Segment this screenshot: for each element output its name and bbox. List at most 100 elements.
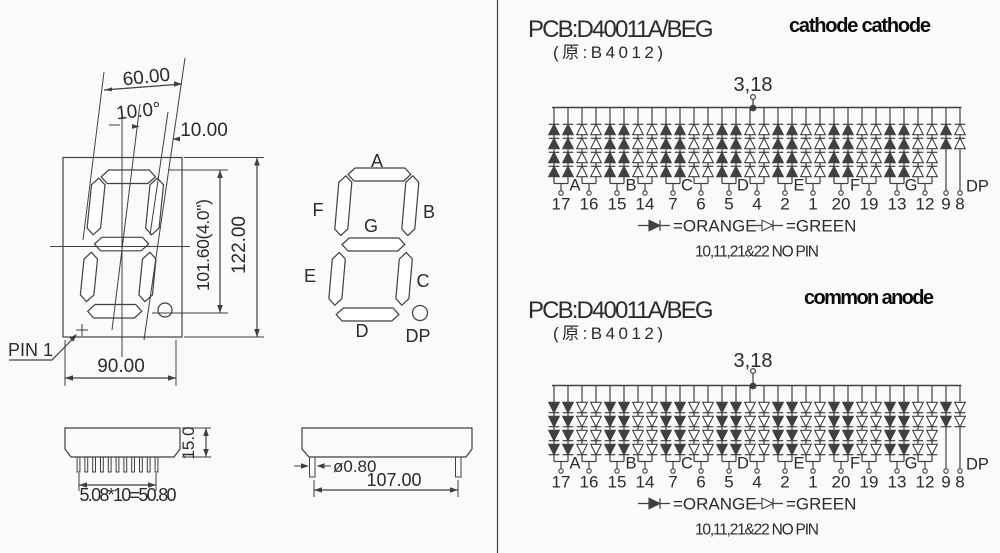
diode-orange-icon <box>603 401 617 414</box>
diode-orange-icon <box>841 123 855 136</box>
diode-green-icon <box>799 123 813 136</box>
pin-number-label: 7 <box>668 473 677 492</box>
diode-orange-icon <box>729 401 743 414</box>
diode-green-icon <box>757 123 771 136</box>
pin-terminal <box>614 468 620 474</box>
diode-orange-icon <box>785 443 799 456</box>
diode-orange-icon <box>617 415 631 428</box>
pin-terminal <box>726 190 732 196</box>
pin-number-label: 9 <box>941 195 950 214</box>
segment-ref-label: E <box>793 177 804 195</box>
pcb-label: PCB:D40011A/BEG <box>528 297 714 324</box>
diode-green-icon <box>799 415 813 428</box>
pin-terminal <box>586 190 592 196</box>
diode-orange-icon <box>603 137 617 150</box>
diode-green-icon <box>631 443 645 456</box>
pin-number-label: 1 <box>808 195 817 214</box>
diode-orange-icon <box>673 401 687 414</box>
diode-green-icon <box>911 151 925 164</box>
diode-orange-icon <box>561 429 575 442</box>
pin-terminal <box>754 468 760 474</box>
diode-orange-icon <box>785 429 799 442</box>
pin-terminal <box>642 190 648 196</box>
diode-orange-icon <box>659 401 673 414</box>
diode-green-icon <box>813 165 827 178</box>
diode-orange-icon <box>897 123 911 136</box>
diode-green-icon <box>925 443 939 456</box>
diode-orange-icon <box>603 429 617 442</box>
diode-green-icon <box>757 137 771 150</box>
diode-green-icon <box>701 443 715 456</box>
diode-green-icon <box>925 123 939 136</box>
pin1-label: PIN 1 <box>8 340 53 360</box>
segment-map-drawing: A F B G E C D DP <box>304 151 435 346</box>
dim-arrow <box>203 428 209 436</box>
diode-green-icon <box>575 151 589 164</box>
pin-terminal <box>943 468 949 474</box>
diode-orange-icon <box>785 415 799 428</box>
diode-orange-icon <box>841 415 855 428</box>
diode-green-icon <box>813 123 827 136</box>
diode-green-icon <box>855 165 869 178</box>
diode-orange-icon <box>547 137 561 150</box>
diode-green-icon <box>631 429 645 442</box>
dim-bottom-width-label: 90.00 <box>97 356 145 377</box>
diode-green-icon <box>645 401 659 414</box>
diode-orange-icon <box>715 429 729 442</box>
dim-arrow <box>314 487 322 493</box>
diode-green-icon <box>911 137 925 150</box>
long-side-view-drawing: ø0.80 107.00 <box>294 427 473 497</box>
pin-number-label: 15 <box>608 195 627 214</box>
diode-green-icon <box>589 123 603 136</box>
diode-green-icon <box>757 429 771 442</box>
diode-orange-icon <box>785 401 799 414</box>
pin-terminal <box>922 190 928 196</box>
diode-orange-icon <box>729 123 743 136</box>
pin-terminal <box>754 190 760 196</box>
diode-orange-icon <box>603 123 617 136</box>
diode-orange-icon <box>883 401 897 414</box>
segment-label-c: C <box>417 271 430 291</box>
display-pin <box>92 456 96 473</box>
diode-orange-icon <box>673 151 687 164</box>
diode-orange-icon <box>785 151 799 164</box>
diode-orange-icon <box>715 401 729 414</box>
diode-orange-icon <box>729 443 743 456</box>
diode-orange-icon <box>617 401 631 414</box>
dim-pin-pitch-label: 5.08*10=50.80 <box>80 485 177 505</box>
diode-green-icon <box>799 151 813 164</box>
segment-label-dp: DP <box>405 326 430 346</box>
diode-orange-icon <box>547 415 561 428</box>
diode-orange-icon <box>897 429 911 442</box>
diode-orange-icon <box>939 137 953 150</box>
diode-orange-icon <box>561 443 575 456</box>
pin-number-label: 16 <box>580 473 599 492</box>
diode-orange-icon <box>617 123 631 136</box>
pin-terminal <box>838 190 844 196</box>
dim-arrow <box>450 487 458 493</box>
display-pin <box>123 456 128 473</box>
pin-terminal <box>670 468 676 474</box>
diode-green-icon <box>575 165 589 178</box>
diode-orange-icon <box>617 429 631 442</box>
diode-green-icon <box>813 443 827 456</box>
diode-orange-icon <box>547 151 561 164</box>
diode-orange-icon <box>617 443 631 456</box>
diode-orange-icon <box>897 401 911 414</box>
segment-ref-label: C <box>681 455 693 473</box>
side-body-outline <box>301 427 473 458</box>
dim-pin-span-label: 107.00 <box>366 470 421 490</box>
legend-orange-diode-icon <box>648 497 662 510</box>
segment-ref-label: D <box>737 177 749 195</box>
diode-green-icon <box>645 165 659 178</box>
pin-number-label: 13 <box>888 473 907 492</box>
diode-orange-icon <box>729 151 743 164</box>
diode-orange-icon <box>827 165 841 178</box>
pin-terminal <box>838 468 844 474</box>
segment-ref-label: D <box>737 455 749 473</box>
pin-number-label: 4 <box>752 195 761 214</box>
pin-terminal <box>943 190 949 196</box>
front-side-view-drawing: 15.0 5.08*10=50.80 <box>64 426 211 505</box>
diode-green-icon <box>589 401 603 414</box>
